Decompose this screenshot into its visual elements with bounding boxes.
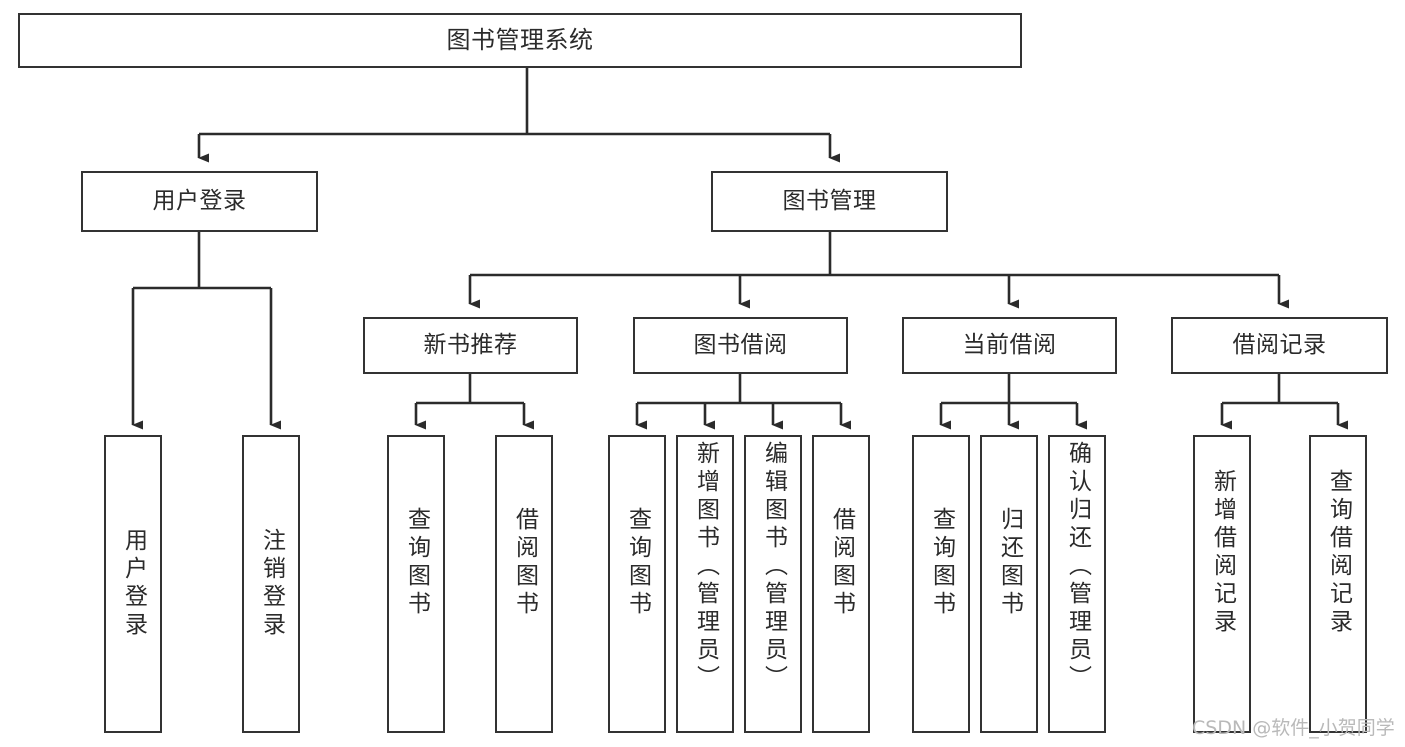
leaf-add-book-label: 新增图书（管理员） [692,441,719,693]
leaf-user-login-label: 用户登录 [120,528,147,640]
leaf-edit-book-label: 编辑图书（管理员） [760,441,787,693]
leaf-borrow-book-1-label: 借阅图书 [511,507,538,619]
leaf-edit-book[interactable]: 编辑图书（管理员） [744,435,802,733]
leaf-confirm-return[interactable]: 确认归还（管理员） [1048,435,1106,733]
leaf-return-book[interactable]: 归还图书 [980,435,1038,733]
node-user-login-label: 用户登录 [152,188,247,215]
leaf-query-book-2-label: 查询图书 [624,507,651,619]
node-current-borrow[interactable]: 当前借阅 [902,317,1117,374]
node-book-manage[interactable]: 图书管理 [711,171,948,232]
node-root-label: 图书管理系统 [446,25,594,54]
node-current-borrow-label: 当前借阅 [962,332,1057,359]
node-book-manage-label: 图书管理 [782,188,877,215]
node-book-borrow[interactable]: 图书借阅 [633,317,848,374]
leaf-logout[interactable]: 注销登录 [242,435,300,733]
leaf-add-record[interactable]: 新增借阅记录 [1193,435,1251,733]
leaf-query-book-3[interactable]: 查询图书 [912,435,970,733]
node-new-book-rec[interactable]: 新书推荐 [363,317,578,374]
leaf-add-record-label: 新增借阅记录 [1209,469,1236,637]
leaf-logout-label: 注销登录 [258,528,285,640]
csdn-watermark: CSDN @软件_小贺同学 [1192,717,1395,739]
leaf-query-record[interactable]: 查询借阅记录 [1309,435,1367,733]
leaf-return-book-label: 归还图书 [996,507,1023,619]
leaf-borrow-book-1[interactable]: 借阅图书 [495,435,553,733]
node-user-login[interactable]: 用户登录 [81,171,318,232]
leaf-add-book[interactable]: 新增图书（管理员） [676,435,734,733]
node-new-book-rec-label: 新书推荐 [423,332,518,359]
node-root[interactable]: 图书管理系统 [18,13,1022,68]
leaf-query-book-2[interactable]: 查询图书 [608,435,666,733]
leaf-query-record-label: 查询借阅记录 [1325,469,1352,637]
node-borrow-record[interactable]: 借阅记录 [1171,317,1388,374]
node-borrow-record-label: 借阅记录 [1232,332,1327,359]
leaf-query-book-1-label: 查询图书 [403,507,430,619]
leaf-query-book-1[interactable]: 查询图书 [387,435,445,733]
node-book-borrow-label: 图书借阅 [693,332,788,359]
leaf-borrow-book-2-label: 借阅图书 [828,507,855,619]
leaf-borrow-book-2[interactable]: 借阅图书 [812,435,870,733]
leaf-query-book-3-label: 查询图书 [928,507,955,619]
leaf-user-login[interactable]: 用户登录 [104,435,162,733]
leaf-confirm-return-label: 确认归还（管理员） [1064,441,1091,693]
